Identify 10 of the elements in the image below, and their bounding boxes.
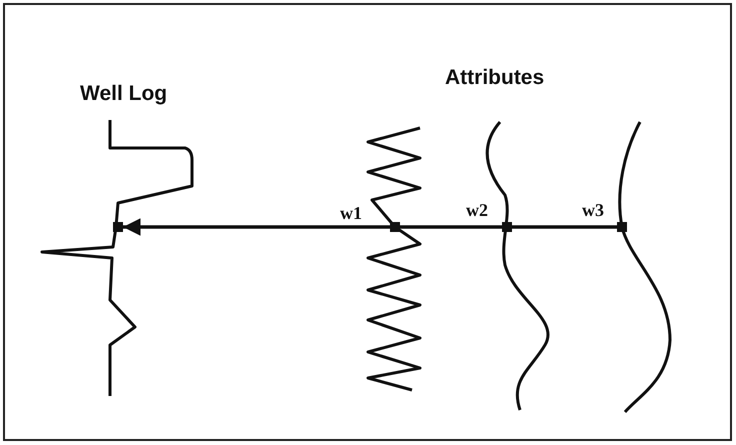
point-marker	[502, 222, 512, 232]
heading: Well Log	[80, 82, 168, 106]
arrow	[123, 218, 390, 236]
heading: Attributes	[445, 66, 544, 90]
point-marker	[617, 222, 627, 232]
point-marker	[390, 222, 400, 232]
point-marker	[113, 222, 123, 232]
point-label: w3	[582, 200, 604, 221]
point-label: w2	[466, 200, 488, 221]
point-label: w1	[340, 203, 362, 224]
